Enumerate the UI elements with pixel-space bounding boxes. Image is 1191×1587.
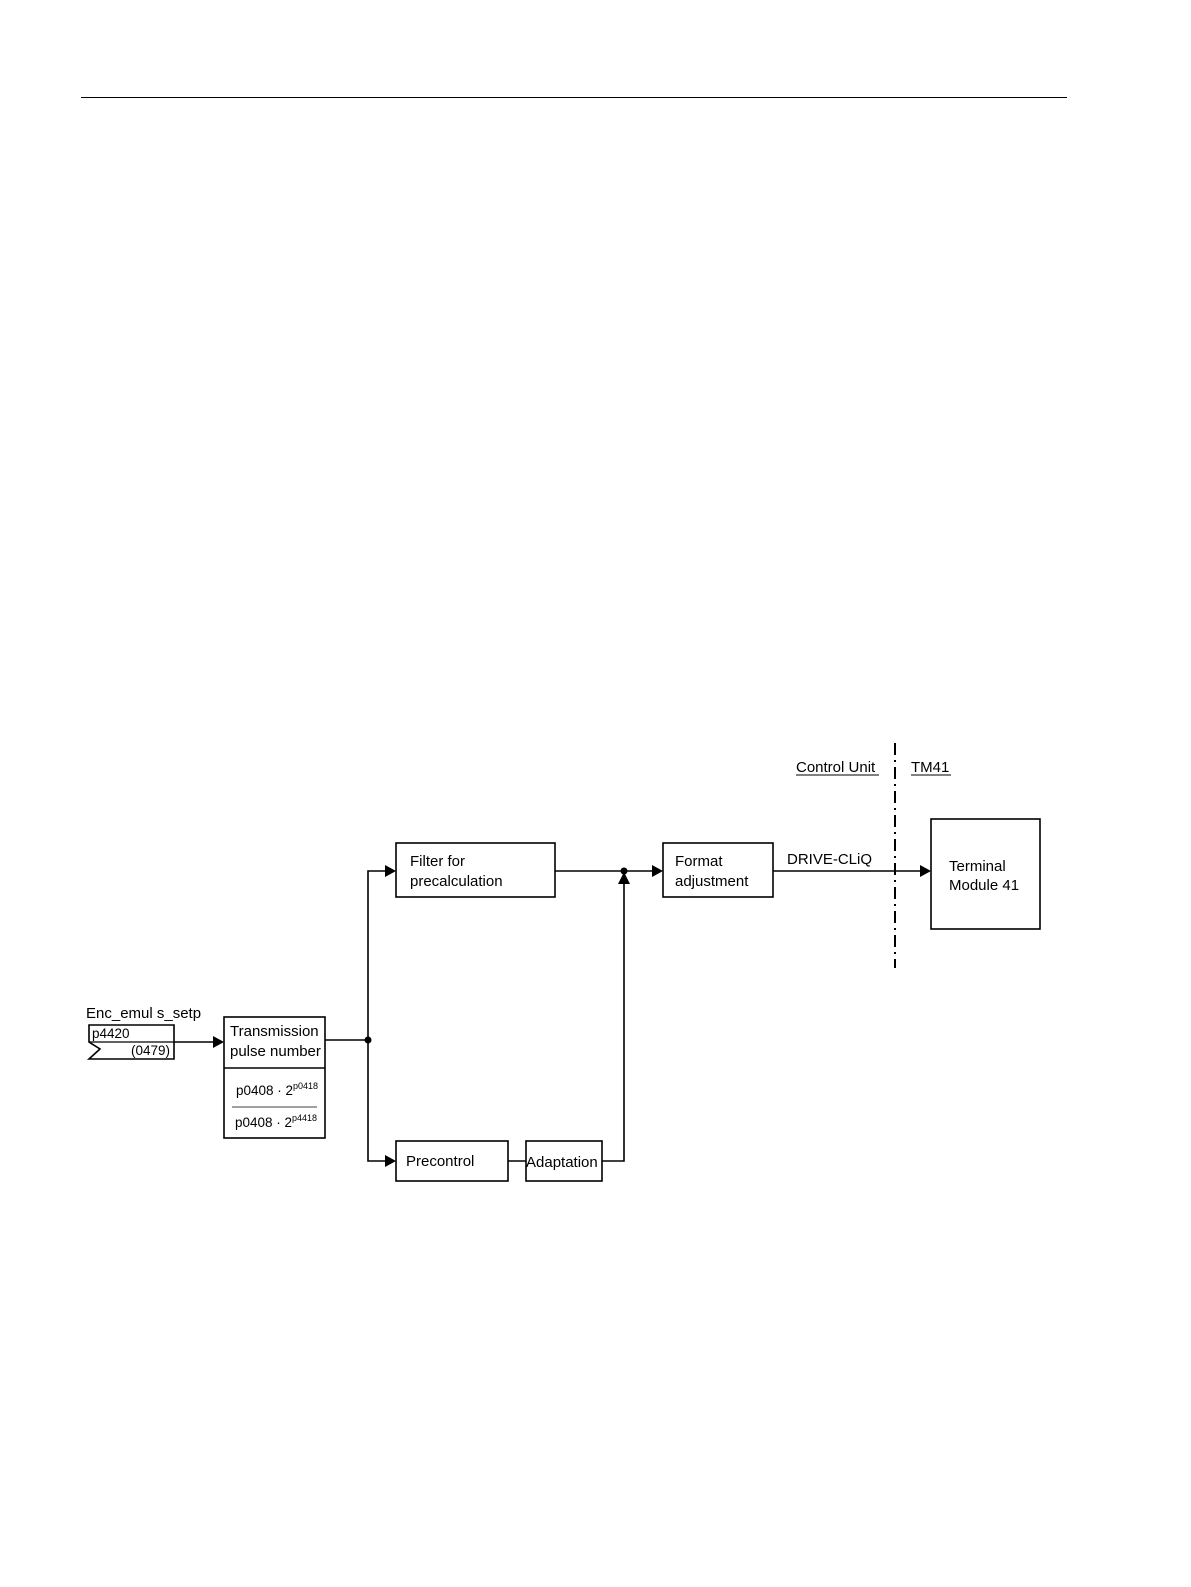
terminal-line2: Module 41 [949,877,1019,894]
arrow-to-terminal [920,865,931,877]
filter-line1: Filter for [410,853,465,870]
wire-to-filter [368,871,386,1040]
arrow-to-transmission [213,1036,224,1048]
formula-numerator-exp: p0418 [293,1081,318,1091]
control-unit-label: Control Unit [796,759,876,776]
format-line1: Format [675,853,723,870]
wire-to-precontrol [368,1040,386,1161]
formula-denominator: p0408 · 2 [235,1115,292,1130]
tm41-label: TM41 [911,759,949,776]
signal-index: (0479) [131,1043,170,1058]
format-line2: adjustment [675,873,749,890]
formula-numerator: p0408 · 2 [236,1083,293,1098]
filter-line2: precalculation [410,873,503,890]
formula-denominator-exp: p4418 [292,1113,317,1123]
signal-parameter: p4420 [92,1026,130,1041]
summing-node [621,868,628,875]
arrow-to-filter [385,865,396,877]
arrow-to-precontrol [385,1155,396,1167]
precontrol-label: Precontrol [406,1153,474,1170]
signal-name: Enc_emul s_setp [86,1005,201,1022]
drive-cliq-label: DRIVE-CLiQ [787,851,872,868]
terminal-line1: Terminal [949,858,1006,875]
transmission-line2: pulse number [230,1043,321,1060]
wire-adaptation-up [602,884,624,1161]
transmission-line1: Transmission [230,1023,319,1040]
adaptation-label: Adaptation [526,1154,598,1171]
arrow-to-format [652,865,663,877]
